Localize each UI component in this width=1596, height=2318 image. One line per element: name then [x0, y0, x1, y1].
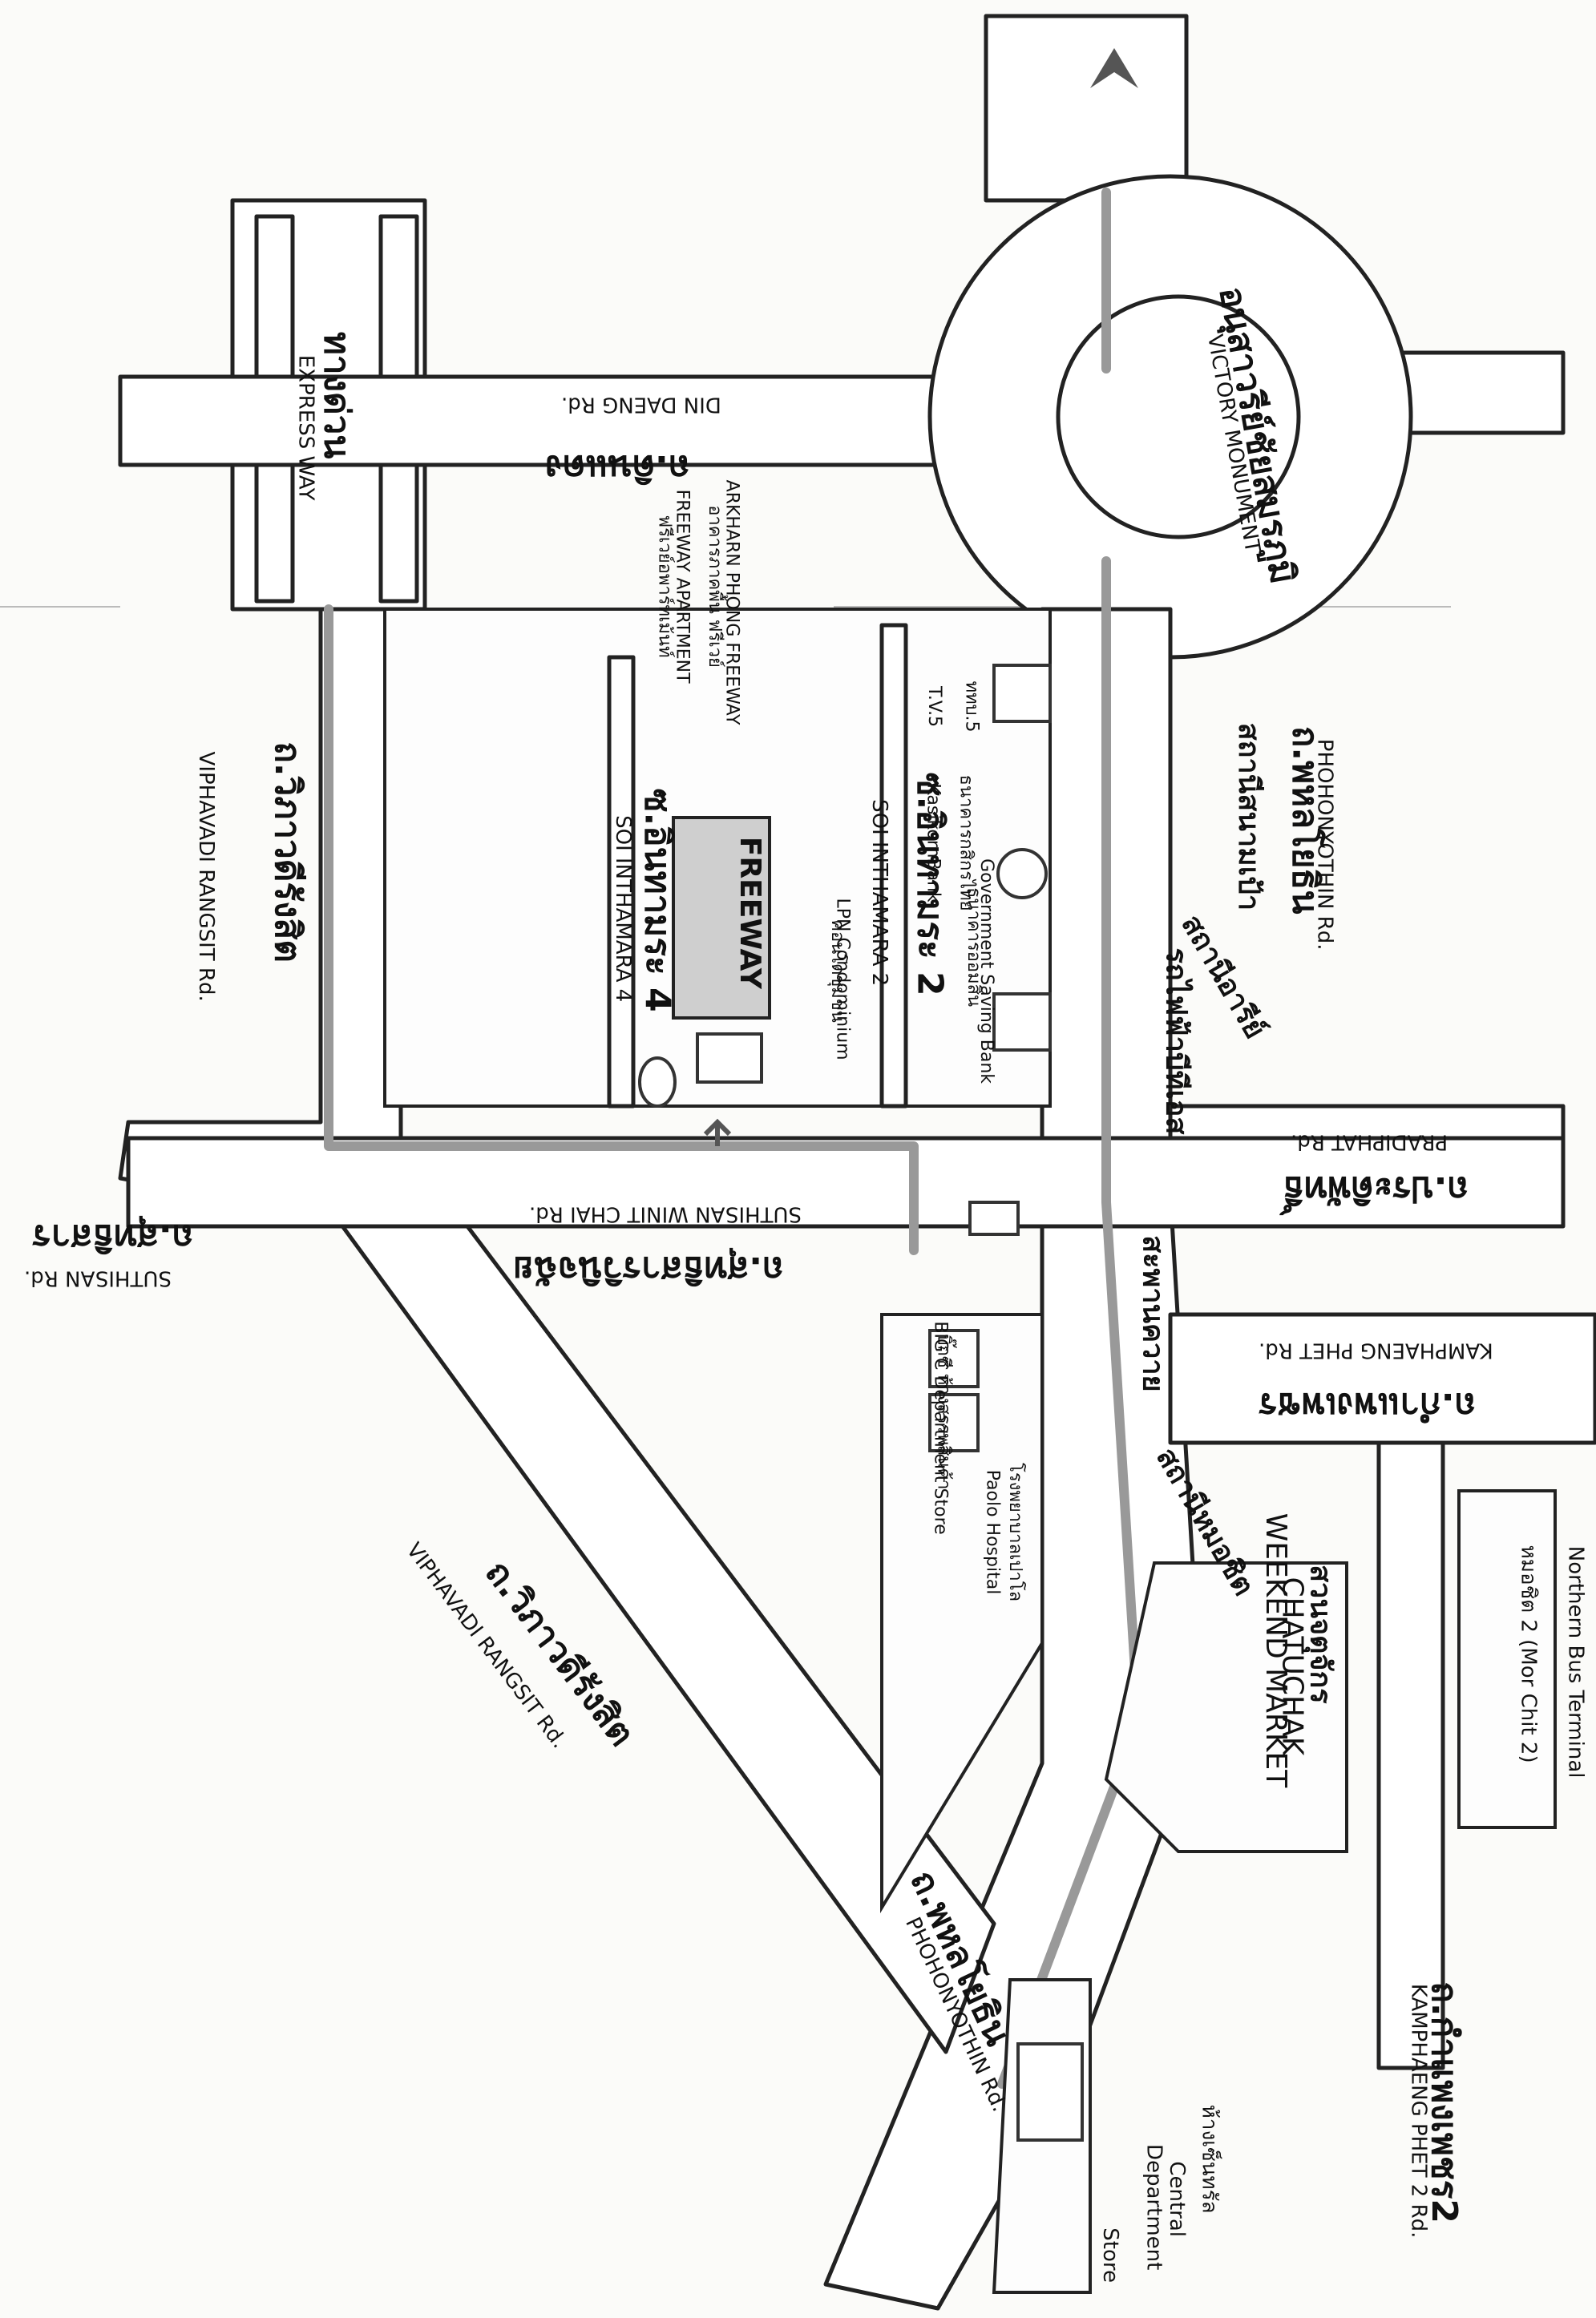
route-line: [324, 604, 919, 1255]
paolo-bigc-block: [880, 1313, 1044, 1914]
expressway-label-en: EXPRESS WAY: [293, 354, 318, 501]
din-daeng-road: [118, 374, 964, 467]
freeway-label-en: ARKHARN PHONG FREEWAY: [721, 479, 742, 725]
chatuchak-block: [1104, 1561, 1348, 1853]
bts-saphan-khwai-label: สะพานควาย: [1136, 1235, 1170, 1392]
bus-terminal-label-en: Northern Bus Terminal: [1563, 1545, 1588, 1779]
suthisan-label-th: ถ.สุทธิสาร: [32, 1217, 194, 1258]
paolo-label-th: โรงพยาบาลเปาโล: [1005, 1463, 1026, 1602]
suthisan-winit-chai-road: [126, 1136, 1566, 1229]
bus-terminal-label-th: หมอชิต 2 (Mor Chit 2): [1516, 1545, 1541, 1763]
pradiphat-block: [968, 1201, 1020, 1236]
central-building: [1016, 2042, 1084, 2142]
soi-inthamara-2-label-en: SOI INTHAMARA 2: [867, 799, 892, 987]
roundabout-arm-north: [984, 14, 1189, 203]
vibhavadi-top-label-th: ถ.วิภาวดีรังสิต: [266, 741, 308, 963]
kamphaeng-phet-2-road: [1376, 1440, 1445, 2070]
condo-icon: [696, 1032, 763, 1084]
bts-line: [997, 188, 1143, 2089]
suthisan-winit-chai-label-th: ถ.สุทธิสารวินิจฉัย: [513, 1249, 784, 1290]
gsb-label-en: Government Saving Bank: [976, 858, 997, 1084]
suthisan-label-en: SUTHISAN Rd.: [24, 1266, 172, 1290]
soi-inthamara-2: [879, 623, 908, 1109]
north-arrow-icon: [1090, 48, 1138, 88]
pradiphat-label-en: PRADIPHAT Rd.: [1291, 1129, 1449, 1154]
expressway-label-th: ทางด่วน: [316, 331, 358, 459]
freeway-building: [672, 816, 771, 1020]
tv5-icon: [992, 664, 1052, 723]
kasikorn-label-en: KasikornBank: [923, 783, 943, 903]
central-label-en1: Central: [1164, 2161, 1189, 2237]
paolo-label-en: Paolo Hospital: [982, 1469, 1003, 1595]
kamphaeng-phet-label-en: KAMPHAENG PHET Rd.: [1259, 1338, 1493, 1363]
kasikorn-icon: [996, 848, 1048, 899]
din-daeng-label-en: DIN DAENG Rd.: [561, 392, 721, 417]
freeway-apartment-label-th: ฟรีเวย์อพาร์ทเม้นท์: [654, 515, 675, 658]
kamphaeng-phet-2-label-en: KAMPHAENG PHET 2 Rd.: [1406, 1983, 1431, 2239]
kamphaeng-phet-label-th: ถ.กำแพงเพชร: [1259, 1385, 1477, 1427]
bts-rail-label: รถไฟฟ้าบีทีเอส: [1159, 947, 1193, 1135]
tv5-label-th: ททบ.5: [961, 680, 982, 733]
entrance-arrow-icon: [703, 1118, 732, 1146]
condo-label-en: LPN Condominium: [832, 898, 853, 1060]
paolo-symbol: [928, 1393, 980, 1452]
soi-inthamara-4: [607, 655, 636, 1109]
big-c-label-en: BIG C Department Store: [930, 1321, 951, 1535]
roundabout-island: [1056, 294, 1301, 539]
chatuchak-label-th: สวนจตุจักร: [1303, 1565, 1337, 1704]
phahonyothin-label-en: PHOHONYOTHIN Rd.: [1312, 738, 1337, 951]
central-label-th: ห้างเซ็นทรัล: [1197, 2104, 1222, 2214]
chatuchak-label-en2: WEEKEND MARKET: [1259, 1512, 1293, 1788]
soi-inthamara-4-label-th: ซ.อินทามระ 4: [636, 788, 678, 1012]
suthisan-winit-chai-label-en: SUTHISAN WINIT CHAI Rd.: [529, 1201, 802, 1226]
gsb-icon: [992, 992, 1052, 1052]
kamphaeng-phet-2-label-th: ถ.กำแพงเพชร2: [1423, 1981, 1465, 2223]
soi-inthamara-4-label-en: SOI INTHAMARA 4: [611, 815, 636, 1003]
kamphaeng-phet-road: [1168, 1312, 1596, 1445]
pradiphat-label-th: ถ.ประดิพัทธิ์: [1283, 1169, 1469, 1210]
freeway-label-th: อาคารภาคพื้น ฟรีเวย์: [704, 505, 725, 668]
bts-sanam-pao-label: สถานีสนามเป้า: [1232, 722, 1266, 911]
vibhavadi-top-label-en: VIPHAVADI RANGSIT Rd.: [193, 751, 218, 1002]
din-daeng-label-th: ถ.ดินแดง: [545, 447, 690, 489]
big-c-symbol: [928, 1329, 980, 1388]
freeway-sign: FREEWAY: [733, 836, 766, 989]
bus-terminal-block: [1457, 1489, 1557, 1829]
freeway-apartment-label-en: FREEWAY APARTMENT: [672, 489, 693, 684]
central-label-en2: Department: [1141, 2143, 1166, 2271]
central-label-en3: Store: [1098, 2227, 1123, 2284]
pradiphat-road: [1168, 1104, 1566, 1141]
tv5-label-en: T.V.5: [924, 686, 945, 728]
hotel-icon: [638, 1056, 677, 1108]
